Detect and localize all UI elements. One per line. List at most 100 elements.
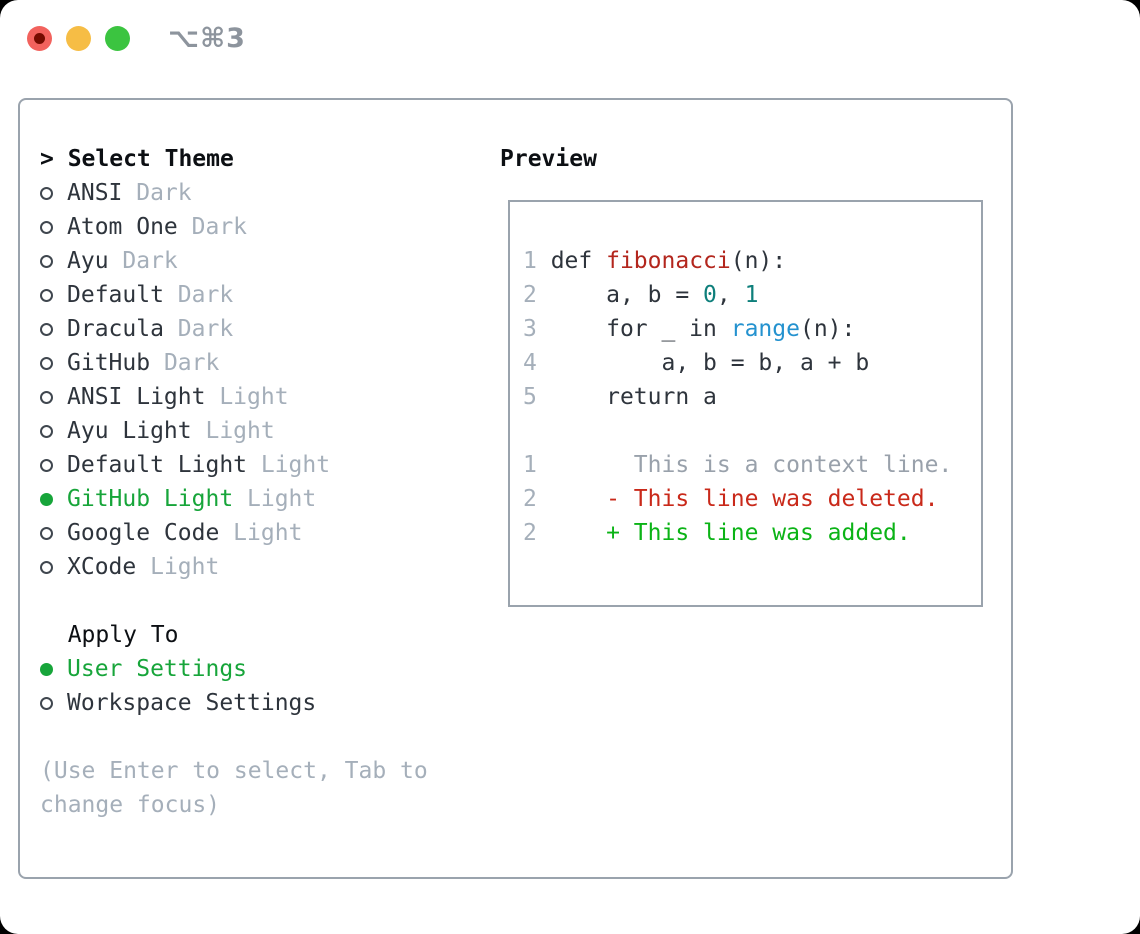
diff-line: 1 This is a context line. xyxy=(523,448,981,482)
spacer xyxy=(40,584,500,618)
window-title: ⌥⌘3 xyxy=(168,22,246,54)
theme-item-ayu-light[interactable]: Ayu Light Light xyxy=(40,414,500,448)
code-token: (n): xyxy=(799,316,856,342)
radio-icon xyxy=(40,187,53,200)
theme-name: GitHub xyxy=(67,350,151,376)
apply-option-workspace-settings[interactable]: Workspace Settings xyxy=(40,686,500,720)
theme-item-ansi-light[interactable]: ANSI Light Light xyxy=(40,380,500,414)
theme-variant: Dark xyxy=(122,180,192,206)
code-token: range xyxy=(730,316,800,342)
theme-name: Dracula xyxy=(67,316,164,342)
radio-icon xyxy=(40,255,53,268)
apply-option-label: Workspace Settings xyxy=(67,690,317,716)
radio-icon xyxy=(40,289,53,302)
code-token: a, b = b, a + b xyxy=(536,350,870,376)
code-token: This is a context line. xyxy=(536,452,953,478)
code-line: 5 return a xyxy=(523,380,981,414)
radio-icon xyxy=(40,323,53,336)
line-number: 1 xyxy=(523,452,537,478)
close-button[interactable] xyxy=(27,25,52,51)
line-number: 2 xyxy=(523,486,537,512)
theme-item-default-light[interactable]: Default Light Light xyxy=(40,448,500,482)
traffic-lights xyxy=(27,25,144,51)
apply-to-header: Apply To xyxy=(40,618,500,652)
theme-variant: Light xyxy=(205,384,289,410)
radio-icon xyxy=(40,425,53,438)
code-token: - This line was deleted. xyxy=(536,486,939,512)
code-token: + This line was added. xyxy=(536,520,911,546)
line-number: 3 xyxy=(523,316,537,342)
line-number: 2 xyxy=(523,282,537,308)
line-number: 1 xyxy=(523,248,537,274)
code-token: 0 xyxy=(703,282,717,308)
diff-sample: 1 This is a context line. 2 - This line w… xyxy=(523,448,981,550)
radio-icon xyxy=(40,221,53,234)
radio-icon xyxy=(40,527,53,540)
theme-item-atom-one[interactable]: Atom One Dark xyxy=(40,210,500,244)
code-token: a, b = xyxy=(536,282,704,308)
theme-name: ANSI Light xyxy=(67,384,206,410)
theme-item-xcode[interactable]: XCode Light xyxy=(40,550,500,584)
theme-name: ANSI xyxy=(67,180,123,206)
code-token: def xyxy=(536,248,607,274)
code-token: return a xyxy=(536,384,717,410)
line-number: 5 xyxy=(523,384,537,410)
theme-item-google-code[interactable]: Google Code Light xyxy=(40,516,500,550)
apply-option-user-settings[interactable]: User Settings xyxy=(40,652,500,686)
apply-to-title: Apply To xyxy=(67,622,179,648)
theme-variant: Dark xyxy=(163,316,234,342)
theme-name: Ayu xyxy=(67,248,109,274)
theme-name: Default xyxy=(67,282,164,308)
zoom-button[interactable] xyxy=(105,25,130,51)
code-line: 1 def fibonacci(n): xyxy=(523,244,981,278)
theme-variant: Light xyxy=(219,520,303,546)
code-line: 4 a, b = b, a + b xyxy=(523,346,981,380)
code-line: 3 for _ in range(n): xyxy=(523,312,981,346)
radio-icon xyxy=(40,391,53,404)
apply-option-label: User Settings xyxy=(67,656,248,682)
titlebar: ⌥⌘3 xyxy=(27,22,246,54)
select-theme-title: Select Theme xyxy=(67,146,234,172)
code-token: 1 xyxy=(744,282,759,308)
theme-name: Google Code xyxy=(67,520,220,546)
theme-item-ayu[interactable]: Ayu Dark xyxy=(40,244,500,278)
radio-icon xyxy=(40,697,53,710)
radio-icon xyxy=(40,663,53,676)
theme-variant: Dark xyxy=(108,248,178,274)
theme-variant: Dark xyxy=(177,214,248,240)
theme-variant: Light xyxy=(191,418,275,444)
theme-item-ansi[interactable]: ANSI Dark xyxy=(40,176,500,210)
theme-item-github[interactable]: GitHub Dark xyxy=(40,346,500,380)
code-token: , xyxy=(716,282,745,308)
theme-name: Default Light xyxy=(67,452,248,478)
keyboard-hint: (Use Enter to select, Tab to change focu… xyxy=(40,758,428,818)
spacer xyxy=(523,414,981,448)
cursor-prefix-icon: > xyxy=(40,146,54,172)
theme-item-github-light[interactable]: GitHub Light Light xyxy=(40,482,500,516)
theme-variant: Light xyxy=(247,452,331,478)
code-token: for _ in xyxy=(536,316,731,342)
theme-variant: Dark xyxy=(163,282,234,308)
theme-item-dracula[interactable]: Dracula Dark xyxy=(40,312,500,346)
line-number: 4 xyxy=(523,350,537,376)
theme-name: Atom One xyxy=(67,214,178,240)
theme-variant: Light xyxy=(136,554,220,580)
theme-name: Ayu Light xyxy=(67,418,192,444)
radio-icon xyxy=(40,357,53,370)
theme-variant: Dark xyxy=(150,350,220,376)
code-line: 2 a, b = 0, 1 xyxy=(523,278,981,312)
theme-name: XCode xyxy=(67,554,137,580)
line-number: 2 xyxy=(523,520,537,546)
code-token: fibonacci xyxy=(606,248,731,274)
radio-icon xyxy=(40,459,53,472)
code-token: (n): xyxy=(730,248,787,274)
minimize-button[interactable] xyxy=(66,25,91,51)
theme-item-default[interactable]: Default Dark xyxy=(40,278,500,312)
